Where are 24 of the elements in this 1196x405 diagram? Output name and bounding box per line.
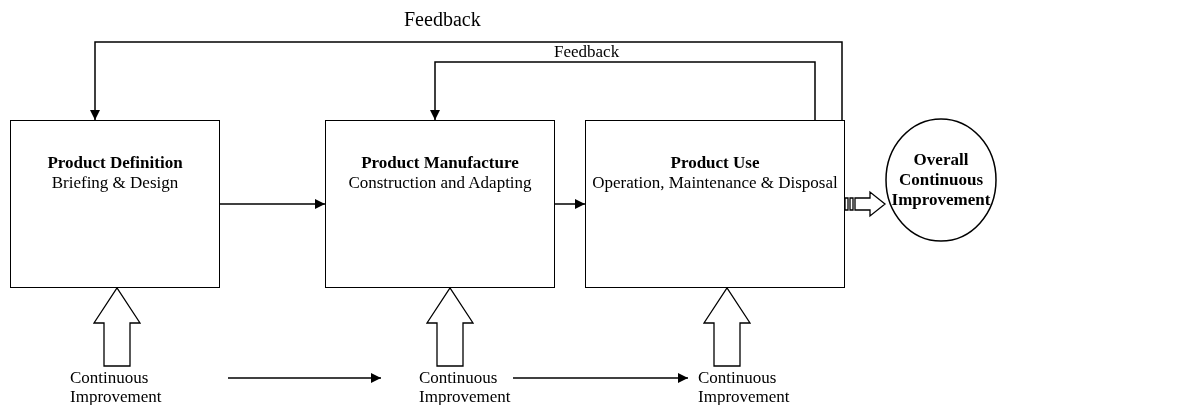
arrow (554, 199, 586, 209)
arrow (430, 61, 816, 121)
arrow (227, 373, 382, 383)
input-label: Continuous Improvement (419, 368, 511, 405)
arrow (90, 41, 843, 121)
arrow (512, 373, 689, 383)
process-box (585, 120, 845, 288)
box-heading: Product Manufacture (360, 153, 520, 173)
input-label: Continuous Improvement (698, 368, 790, 405)
hollow-arrow (844, 190, 887, 218)
box-text: Operation, Maintenance & Disposal (591, 173, 839, 193)
input-label: Continuous Improvement (70, 368, 162, 405)
hollow-arrow (92, 286, 142, 367)
hollow-arrow (425, 286, 475, 367)
box-text: Briefing & Design (50, 173, 180, 193)
hollow-arrow (702, 286, 752, 367)
box-heading: Product Use (669, 153, 761, 173)
edge-label: Feedback (403, 10, 482, 28)
box-text: Construction and Adapting (347, 173, 533, 193)
process-box (325, 120, 555, 288)
arrow (219, 199, 326, 209)
outcome-text: Overall Continuous Improvement (890, 150, 992, 210)
box-heading: Product Definition (46, 153, 184, 173)
process-box (10, 120, 220, 288)
